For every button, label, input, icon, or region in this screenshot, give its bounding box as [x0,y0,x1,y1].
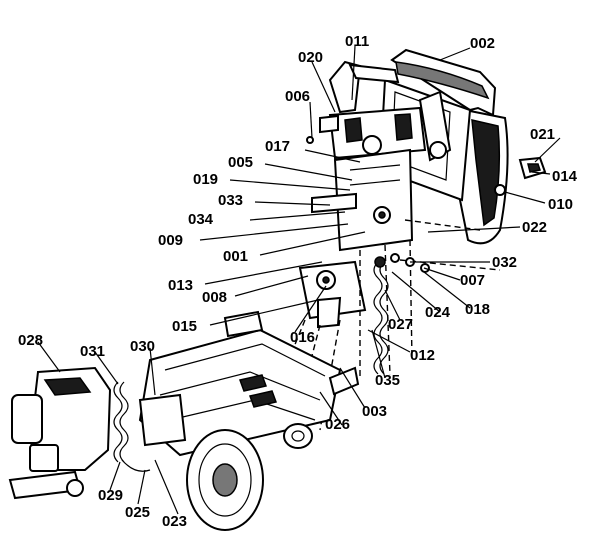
callout-016: 016 [290,329,315,346]
callout-029: 029 [98,487,123,504]
callout-numbers: 002 011 020 006 017 005 019 033 034 009 … [18,33,578,530]
callout-006: 006 [285,88,310,105]
callout-026: 026 [325,416,350,433]
drive-wheel [186,429,264,531]
callout-007: 007 [460,272,485,289]
callout-014: 014 [552,168,578,185]
mid-frame-plate [311,148,414,252]
callout-015: 015 [172,318,197,335]
callout-031: 031 [80,343,105,360]
callout-001: 001 [223,248,248,265]
callout-012: 012 [410,347,435,364]
callout-019: 019 [193,171,218,188]
caster-wheel [283,423,313,449]
callout-022: 022 [522,219,547,236]
callout-011: 011 [345,33,369,50]
callout-032: 032 [492,254,517,271]
coiled-hose-left [113,381,151,472]
callout-013: 013 [168,277,193,294]
callout-009: 009 [158,232,183,249]
callout-024: 024 [425,304,451,321]
callout-017: 017 [265,138,290,155]
callout-033: 033 [218,192,243,209]
coiled-hose-right [373,256,389,375]
callout-005: 005 [228,154,253,171]
callout-023: 023 [162,513,187,530]
callout-002: 002 [470,35,495,52]
chassis-frame [138,310,360,457]
callout-021: 021 [530,126,555,143]
callout-003: 003 [362,403,387,420]
callout-028: 028 [18,332,43,349]
callout-020: 020 [298,49,323,66]
lower-mount-bracket [298,260,367,329]
callout-035: 035 [375,372,400,389]
callout-034: 034 [188,211,214,228]
callout-008: 008 [202,289,227,306]
callout-025: 025 [125,504,150,521]
callout-018: 018 [465,301,490,318]
callout-027: 027 [388,316,413,333]
callout-030: 030 [130,338,155,355]
seat-frame-bracket [319,60,452,162]
leader-lines [37,45,561,515]
front-left-assembly [8,366,187,500]
callout-010: 010 [548,196,573,213]
